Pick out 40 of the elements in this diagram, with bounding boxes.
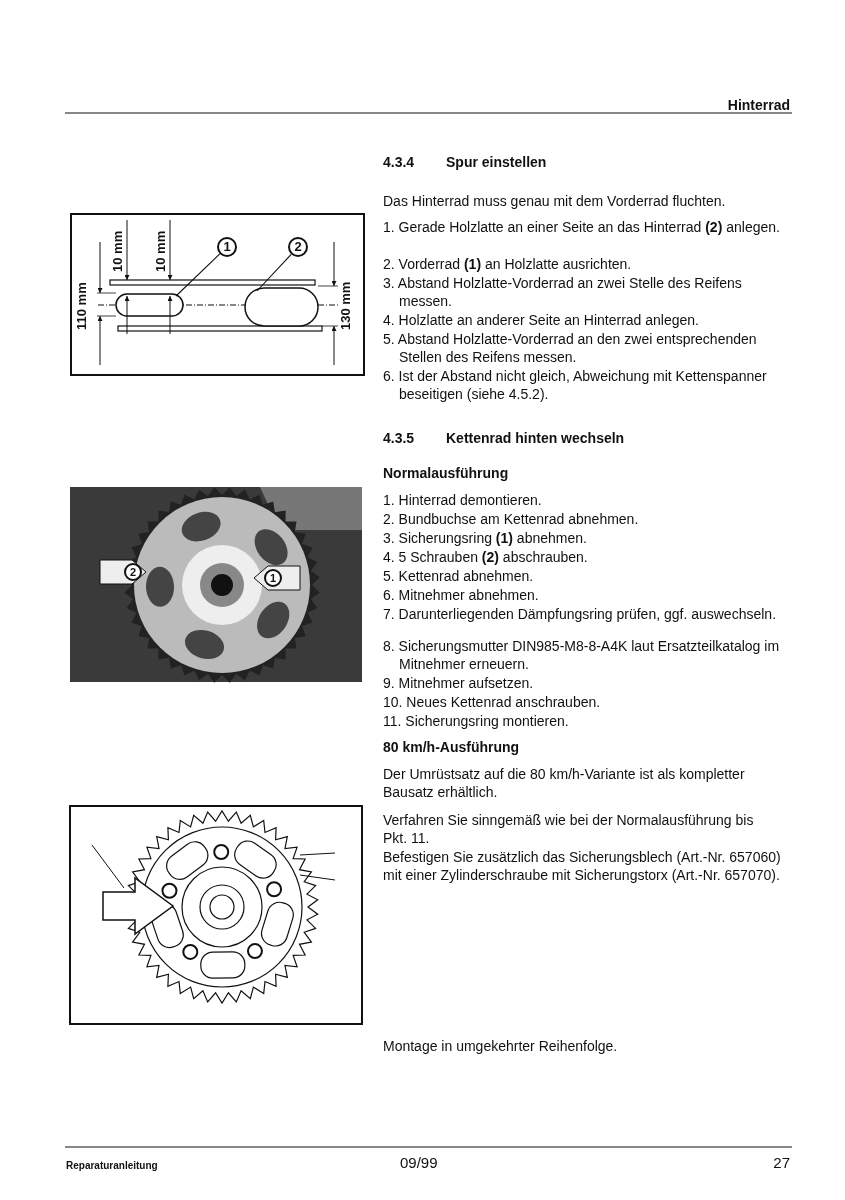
list-item: 4. Holzlatte an anderer Seite an Hinterrad anlegen. bbox=[383, 311, 700, 329]
list-item: 7. Darunterliegenden Dämpfungsring prüfen, ggf. auswechseln. bbox=[383, 605, 778, 623]
list-item: 1. Gerade Holzlatte an einer Seite an das Hinterrad (2) anlegen. bbox=[383, 218, 781, 236]
dimension-label: 10 mm bbox=[109, 229, 126, 272]
list-item: 4. 5 Schrauben (2) abschrauben. bbox=[383, 548, 589, 566]
callout-number: 1 bbox=[217, 237, 237, 257]
list-item: 2. Vorderrad (1) an Holzlatte ausrichten. bbox=[383, 255, 633, 273]
callout-number: 2 bbox=[288, 237, 308, 257]
dimension-label: 130 mm bbox=[337, 280, 354, 330]
list-item: 3. Sicherungsring (1) abnehmen. bbox=[383, 529, 588, 547]
paragraph: Montage in umgekehrter Reihenfolge. bbox=[383, 1037, 619, 1055]
paragraph: Befestigen Sie zusätzlich das Sicherungsblech (Art.-Nr. 657060) mit einer Zylinderschraube mit Sicherungstorx (Art.-Nr. 657070). bbox=[383, 848, 781, 884]
list-item: 3. Abstand Holzlatte-Vorderrad an zwei Stelle des Reifens messen. bbox=[383, 274, 743, 310]
list-item: 8. Sicherungsmutter DIN985-M8-8-A4K laut Ersatzteilkatalog im Mitnehmer erneuern. bbox=[383, 637, 781, 673]
footer-date: 09/99 bbox=[400, 1154, 438, 1172]
footer-text: Reparaturanleitung bbox=[66, 1159, 158, 1173]
leader-line bbox=[175, 253, 221, 297]
list-item: 6. Ist der Abstand nicht gleich, Abweichung mit Kettenspanner beseitigen (siehe 4.5.2). bbox=[383, 367, 768, 403]
dimension-label: 110 mm bbox=[73, 281, 90, 330]
paragraph: Verfahren Sie sinngemäß wie bei der Normalausführung bis Pkt. 11. bbox=[383, 811, 755, 847]
list-item: 5. Kettenrad abnehmen. bbox=[383, 567, 535, 585]
page-title: Hinterrad bbox=[726, 96, 790, 114]
dimension-label: 10 mm bbox=[152, 229, 169, 272]
list-item: 2. Bundbuchse am Kettenrad abnehmen. bbox=[383, 510, 640, 528]
section-number: 4.3.4 bbox=[383, 153, 415, 171]
subheading: 80 km/h-Ausführung bbox=[383, 738, 520, 756]
subheading: Normalausführung bbox=[383, 464, 509, 482]
list-item: 11. Sicherungsring montieren. bbox=[383, 712, 570, 730]
section-heading: Kettenrad hinten wechseln bbox=[446, 429, 625, 447]
section-number: 4.3.5 bbox=[383, 429, 415, 447]
list-item: 6. Mitnehmer abnehmen. bbox=[383, 586, 540, 604]
list-item: 9. Mitnehmer aufsetzen. bbox=[383, 674, 535, 692]
list-item: 10. Neues Kettenrad anschrauben. bbox=[383, 693, 602, 711]
list-item: 5. Abstand Holzlatte-Vorderrad an den zwei entsprechenden Stellen des Reifens messen. bbox=[383, 330, 758, 366]
paragraph: Der Umrüstsatz auf die 80 km/h-Variante ist als kompletter Bausatz erhältlich. bbox=[383, 765, 746, 801]
paragraph: Das Hinterrad muss genau mit dem Vorderrad fluchten. bbox=[383, 192, 727, 210]
leader-line bbox=[256, 253, 292, 292]
page-number: 27 bbox=[772, 1154, 790, 1172]
section-heading: Spur einstellen bbox=[446, 153, 547, 171]
list-item: 1. Hinterrad demontieren. bbox=[383, 491, 543, 509]
